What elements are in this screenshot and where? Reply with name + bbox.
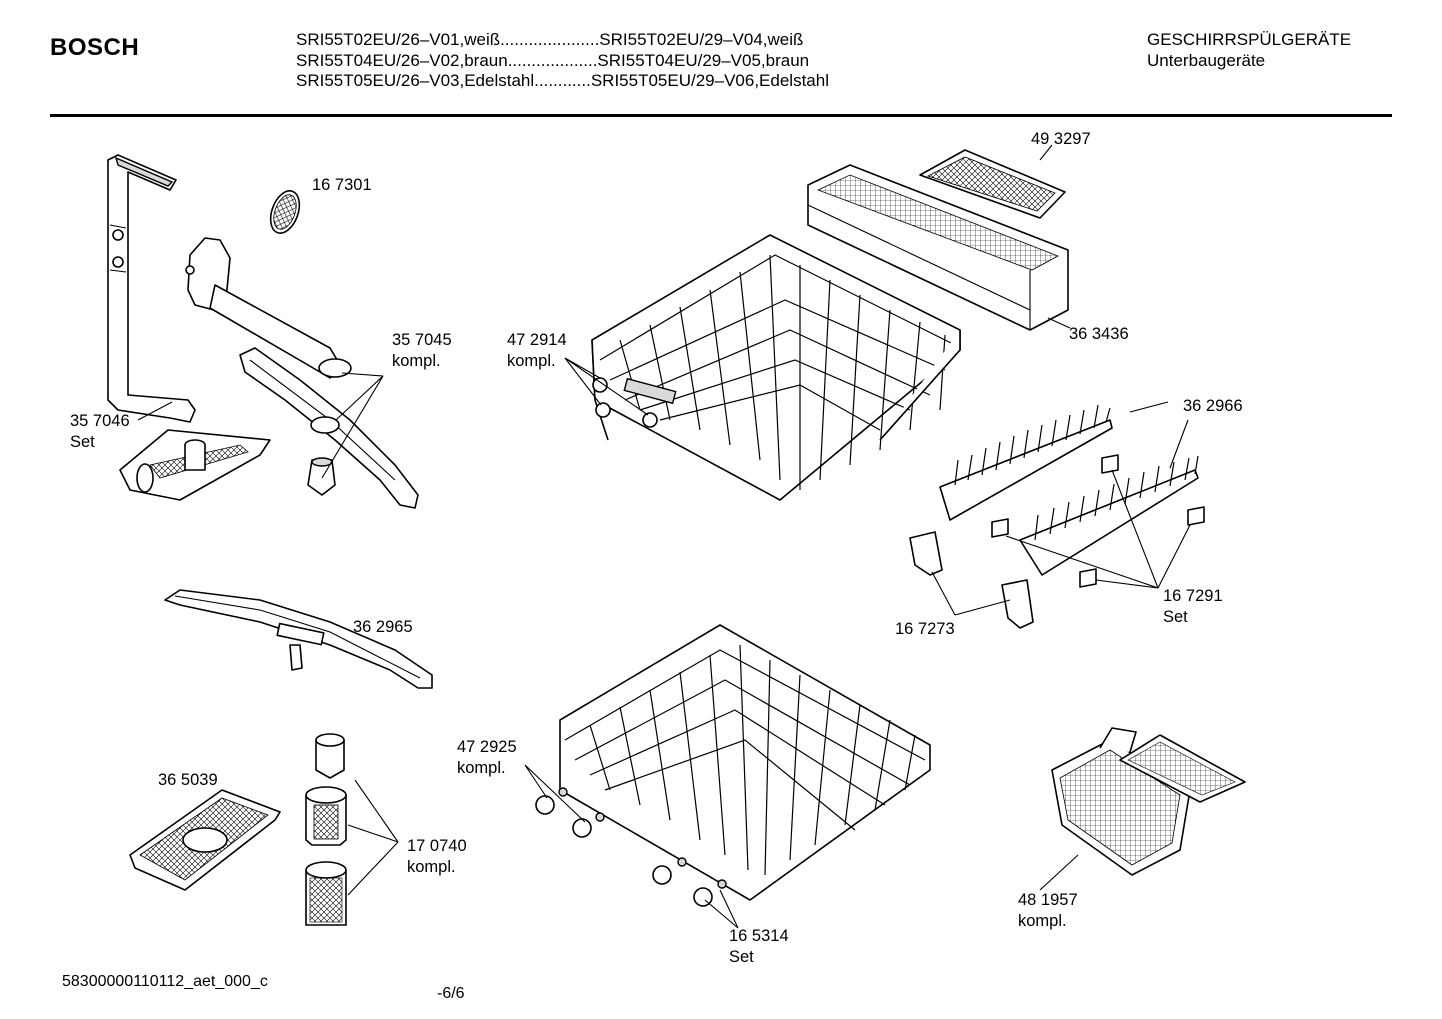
lower-basket-part [535, 624, 931, 907]
part-note: kompl. [392, 351, 441, 370]
spray-arm-holder-part [185, 237, 352, 379]
filter-base-part [119, 429, 271, 501]
part-label: 17 0740 kompl. [407, 836, 467, 877]
leader-lines [137, 144, 1191, 929]
category-block: GESCHIRRSPÜLGERÄTE Unterbaugeräte [1147, 30, 1351, 71]
part-number: 47 2914 [507, 331, 567, 349]
part-label: 36 3436 [1069, 325, 1129, 343]
brand-logo: BOSCH [50, 34, 140, 61]
cutlery-tray-insert-part [919, 149, 1066, 219]
part-number: 47 2925 [457, 738, 517, 756]
flat-filter-part [129, 789, 281, 891]
category-title: GESCHIRRSPÜLGERÄTE [1147, 30, 1352, 49]
part-number: 48 1957 [1018, 891, 1078, 909]
supply-pipe-part [107, 154, 196, 423]
upper-basket-part [591, 234, 961, 501]
part-label: 16 7291 Set [1163, 586, 1223, 627]
part-label: 47 2914 kompl. [507, 330, 567, 371]
rack-bracket-part [909, 531, 1034, 629]
filter-disc-part [269, 190, 301, 234]
part-label: 48 1957 kompl. [1018, 890, 1078, 931]
part-label: 36 2965 [353, 618, 413, 636]
cutlery-basket-part [1051, 727, 1246, 876]
cutlery-rack-part [807, 164, 1069, 331]
upper-spray-arm-part [239, 347, 419, 509]
part-number: 35 7046 [70, 412, 130, 430]
part-number: 16 7291 [1163, 587, 1223, 605]
part-note: kompl. [507, 351, 556, 370]
part-note: kompl. [457, 758, 506, 777]
rack-clip-set-part [991, 454, 1205, 588]
lower-spray-arm-part [164, 589, 433, 689]
part-note: kompl. [1018, 911, 1067, 930]
part-note: Set [70, 432, 95, 451]
part-label: 16 7273 [895, 620, 955, 638]
part-label: 16 7301 [312, 176, 372, 194]
model-line: SRI55T04EU/26–V02,braun.................… [296, 50, 810, 70]
part-label: 36 5039 [158, 771, 218, 789]
tine-rack-part [939, 404, 1199, 576]
model-line: SRI55T05EU/26–V03,Edelstahl............S… [296, 71, 829, 90]
part-note: Set [729, 947, 754, 966]
micro-filter-set-part [305, 733, 347, 926]
part-note: Set [1163, 607, 1188, 626]
header-rule [50, 114, 1392, 117]
category-subtitle: Unterbaugeräte [1147, 50, 1266, 70]
part-label: 47 2925 kompl. [457, 737, 517, 778]
model-list: SRI55T02EU/26–V01,weiß..................… [296, 30, 829, 92]
part-number: 17 0740 [407, 837, 467, 855]
part-number: 16 5314 [729, 927, 789, 945]
part-label: 49 3297 [1031, 130, 1091, 148]
model-line: SRI55T02EU/26–V01,weiß..................… [296, 30, 804, 49]
part-label: 36 2966 [1183, 397, 1243, 415]
document-id: 58300000110112_aet_000_c [62, 973, 268, 990]
part-note: kompl. [407, 857, 456, 876]
part-number: 35 7045 [392, 331, 452, 349]
part-label: 16 5314 Set [729, 926, 789, 967]
part-label: 35 7045 kompl. [392, 330, 452, 371]
part-label: 35 7046 Set [70, 411, 130, 452]
page-number: -6/6 [437, 985, 465, 1002]
